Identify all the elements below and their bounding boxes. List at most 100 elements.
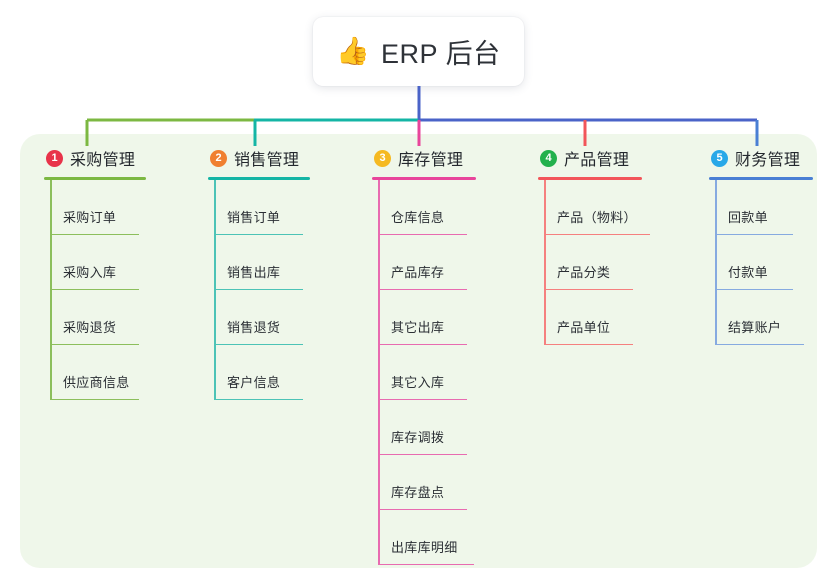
branch-leaves-3: 仓库信息 产品库存 其它出库 其它入库 库存调拨 库存盘点: [372, 180, 532, 565]
branch-title-3: 库存管理: [398, 152, 464, 169]
branch-column-1: 1 采购管理 采购订单 采购入库 采购退货 供应商信息: [44, 146, 194, 400]
branch-header-4[interactable]: 4 产品管理: [538, 146, 708, 170]
leaf-item[interactable]: 产品单位: [538, 290, 708, 345]
leaf-item[interactable]: 出库库明细: [372, 510, 532, 565]
leaf-rule: [378, 508, 467, 510]
leaf-rule: [214, 398, 303, 400]
branch-leaves-1: 采购订单 采购入库 采购退货 供应商信息: [44, 180, 194, 400]
branch-rule-4: [538, 177, 642, 180]
branch-number-badge-4: 4: [540, 149, 557, 167]
leaf-item[interactable]: 产品分类: [538, 235, 708, 290]
leaf-rule: [50, 233, 139, 235]
branch-number-badge-1: 1: [46, 149, 63, 167]
leaf-item[interactable]: 采购退货: [44, 290, 194, 345]
leaf-label: 客户信息: [227, 375, 281, 390]
branch-column-5: 5 财务管理 回款单 付款单 结算账户: [709, 146, 839, 345]
leaf-item[interactable]: 仓库信息: [372, 180, 532, 235]
branch-spine-3: [378, 180, 380, 565]
branch-column-2: 2 销售管理 销售订单 销售出库 销售退货 客户信息: [208, 146, 358, 400]
leaf-label: 库存调拨: [391, 430, 445, 445]
leaf-label: 供应商信息: [63, 375, 130, 390]
branch-number-badge-5: 5: [711, 149, 728, 167]
leaf-rule: [544, 288, 633, 290]
branch-rule-3: [372, 177, 476, 180]
leaf-item[interactable]: 采购订单: [44, 180, 194, 235]
leaf-item[interactable]: 付款单: [709, 235, 839, 290]
leaf-label: 采购订单: [63, 210, 117, 225]
leaf-label: 结算账户: [728, 320, 782, 335]
leaf-item[interactable]: 库存盘点: [372, 455, 532, 510]
root-node-erp-backend[interactable]: 👍 ERP 后台: [313, 17, 524, 86]
leaf-label: 销售退货: [227, 320, 281, 335]
leaf-label: 回款单: [728, 210, 768, 225]
branch-spine-2: [214, 180, 216, 400]
leaf-rule: [378, 398, 467, 400]
leaf-item[interactable]: 其它出库: [372, 290, 532, 345]
branch-number-badge-3: 3: [374, 149, 391, 167]
leaf-label: 出库库明细: [391, 540, 458, 555]
branch-column-4: 4 产品管理 产品（物料） 产品分类 产品单位: [538, 146, 708, 345]
leaf-item[interactable]: 客户信息: [208, 345, 358, 400]
leaf-label: 产品分类: [557, 265, 611, 280]
leaf-label: 采购入库: [63, 265, 117, 280]
leaf-rule: [50, 343, 139, 345]
leaf-rule: [378, 453, 467, 455]
branch-header-1[interactable]: 1 采购管理: [44, 146, 194, 170]
leaf-label: 库存盘点: [391, 485, 445, 500]
leaf-item[interactable]: 结算账户: [709, 290, 839, 345]
leaf-item[interactable]: 其它入库: [372, 345, 532, 400]
leaf-rule: [715, 288, 793, 290]
branch-spine-4: [544, 180, 546, 345]
leaf-label: 销售订单: [227, 210, 281, 225]
leaf-rule: [715, 343, 804, 345]
branch-rule-5: [709, 177, 813, 180]
branch-title-1: 采购管理: [70, 152, 136, 169]
leaf-label: 采购退货: [63, 320, 117, 335]
branch-spine-1: [50, 180, 52, 400]
leaf-item[interactable]: 产品（物料）: [538, 180, 708, 235]
leaf-rule: [378, 563, 474, 565]
branch-rule-1: [44, 177, 146, 180]
leaf-item[interactable]: 销售订单: [208, 180, 358, 235]
leaf-rule: [544, 343, 633, 345]
branch-title-5: 财务管理: [735, 152, 801, 169]
leaf-rule: [50, 398, 139, 400]
leaf-item[interactable]: 供应商信息: [44, 345, 194, 400]
leaf-label: 仓库信息: [391, 210, 445, 225]
root-node-label: ERP 后台: [381, 39, 501, 69]
leaf-rule: [715, 233, 793, 235]
branch-title-4: 产品管理: [564, 152, 630, 169]
leaf-label: 产品（物料）: [557, 210, 637, 225]
leaf-item[interactable]: 采购入库: [44, 235, 194, 290]
leaf-item[interactable]: 销售出库: [208, 235, 358, 290]
leaf-rule: [378, 288, 467, 290]
branch-leaves-2: 销售订单 销售出库 销售退货 客户信息: [208, 180, 358, 400]
branch-header-2[interactable]: 2 销售管理: [208, 146, 358, 170]
branch-number-badge-2: 2: [210, 149, 227, 167]
branch-spine-5: [715, 180, 717, 345]
branch-title-2: 销售管理: [234, 152, 300, 169]
leaf-label: 产品库存: [391, 265, 445, 280]
leaf-label: 付款单: [728, 265, 768, 280]
branch-leaves-5: 回款单 付款单 结算账户: [709, 180, 839, 345]
leaf-rule: [214, 233, 303, 235]
leaf-label: 产品单位: [557, 320, 611, 335]
leaf-rule: [378, 343, 467, 345]
leaf-item[interactable]: 回款单: [709, 180, 839, 235]
diagram-background-panel: [20, 134, 817, 568]
leaf-item[interactable]: 销售退货: [208, 290, 358, 345]
branch-header-3[interactable]: 3 库存管理: [372, 146, 532, 170]
leaf-label: 销售出库: [227, 265, 281, 280]
thumbs-up-icon: 👍: [336, 36, 371, 66]
leaf-rule: [214, 343, 303, 345]
leaf-label: 其它入库: [391, 375, 445, 390]
leaf-item[interactable]: 产品库存: [372, 235, 532, 290]
branch-header-5[interactable]: 5 财务管理: [709, 146, 839, 170]
leaf-rule: [378, 233, 467, 235]
leaf-rule: [544, 233, 650, 235]
leaf-label: 其它出库: [391, 320, 445, 335]
leaf-rule: [214, 288, 303, 290]
branch-rule-2: [208, 177, 310, 180]
leaf-item[interactable]: 库存调拨: [372, 400, 532, 455]
